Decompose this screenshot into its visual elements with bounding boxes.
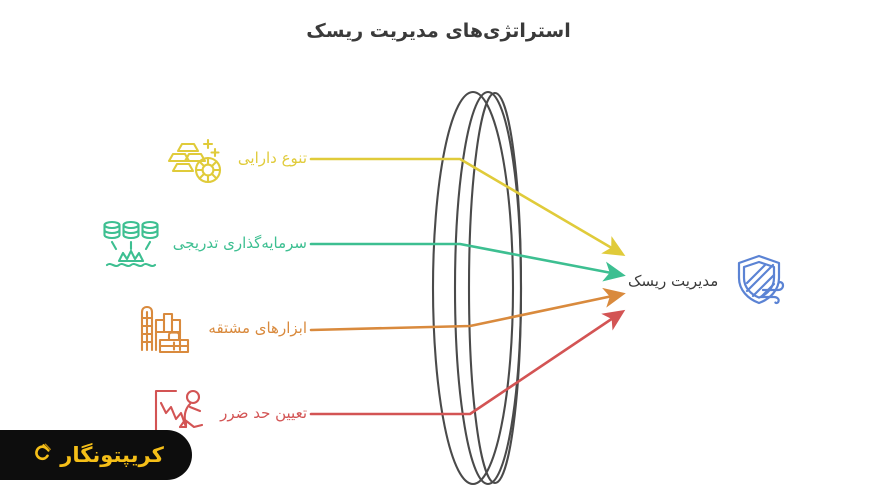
connector-line-3 [309,287,626,332]
strategy-label-4: تعیین حد ضرر [220,404,307,422]
watermark-text: کریپتونگار [60,443,164,467]
connector-line-1 [309,157,626,256]
coin-stacks-wave-icon [103,220,159,268]
gold-bars-coin-icon [167,138,221,184]
page-title: استراتژی‌های مدیریت ریسک [306,20,571,42]
watermark-badge: کریپتونگار [0,430,192,480]
target-node[interactable]: مدیریت ریسک [628,252,788,310]
strategy-item-1[interactable]: تنوع دارایی [158,126,307,190]
lens-disc-shape [431,90,523,486]
shield-wind-icon [738,254,785,305]
strategy-label-1: تنوع دارایی [237,149,307,167]
crypto-c-icon [35,443,52,461]
strategy-label-3: ابزارهای مشتقه [208,319,307,337]
strategy-item-3[interactable]: ابزارهای مشتقه [128,296,307,360]
factory-toolbox-icon [141,305,190,354]
target-label: مدیریت ریسک [628,272,719,290]
strategy-item-4[interactable]: تعیین حد ضرر [140,381,307,445]
connector-line-2 [309,242,626,282]
strategy-item-2[interactable]: سرمایه‌گذاری تدریجی [93,211,307,275]
strategy-label-2: سرمایه‌گذاری تدریجی [172,234,307,252]
connector-line-4 [309,309,626,416]
